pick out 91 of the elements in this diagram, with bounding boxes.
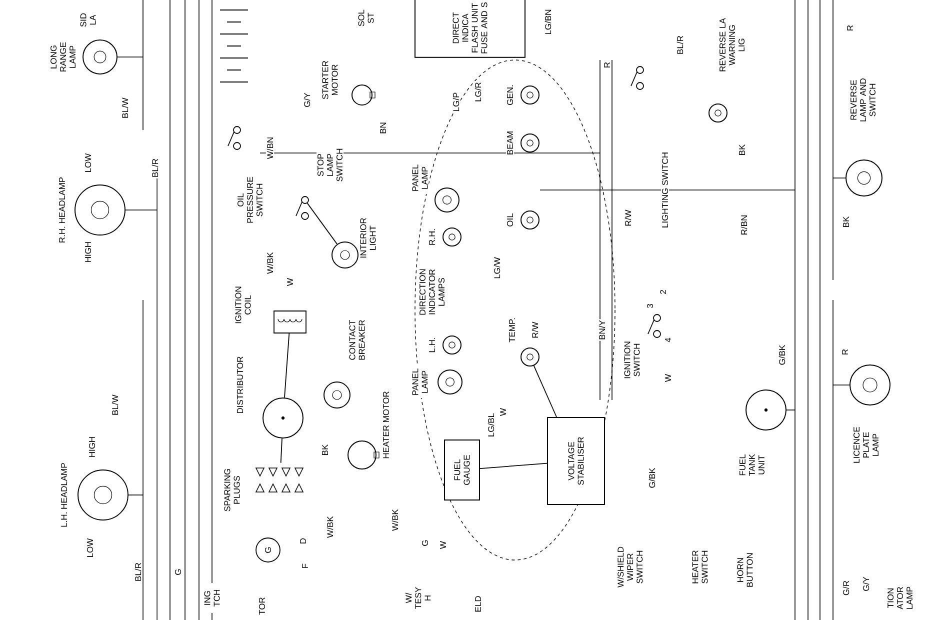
component-label: L.H.: [428, 336, 436, 354]
wire: [280, 438, 282, 464]
component-label: HEATER SWITCH: [691, 546, 709, 588]
wire-code-label: G: [174, 568, 182, 576]
wire-code-label: BK: [842, 215, 850, 229]
component-label: LICENCE PLATE LAMP: [852, 424, 880, 466]
wire-code-label: BN: [379, 121, 387, 135]
wire-code-label: G/BK: [778, 344, 786, 366]
wire: [284, 333, 290, 398]
component-label: BEAM: [506, 130, 514, 156]
wire-code-label: W/BK: [390, 508, 400, 532]
wire-code-label: R/BN: [740, 214, 748, 236]
wire-code-label: W/BK: [326, 515, 334, 539]
component-label: CONTACT BREAKER: [348, 312, 366, 368]
wire-code-label: LG/W: [492, 256, 502, 280]
component-label: OIL: [506, 212, 514, 228]
filament-label: 4: [664, 336, 672, 344]
wire-code-label: ELD: [474, 594, 482, 614]
filament-label: LOW: [86, 537, 94, 559]
component-label: IGNITION SWITCH: [623, 334, 641, 386]
wire-code-label: G: [264, 546, 272, 554]
wire-code-label: F: [301, 562, 309, 570]
wire-code-label: W/BK: [266, 251, 274, 275]
wire-code-label: W: [499, 406, 507, 417]
wire-code-label: W: [439, 540, 447, 550]
wire-code-label: TOR: [258, 596, 266, 616]
component-label: STOP LAMP SWITCH: [316, 144, 344, 186]
wire-code-label: SID LA: [79, 10, 97, 30]
filament-label: 2: [659, 288, 667, 296]
wire-code-label: BL/R: [150, 158, 160, 178]
component-label: OIL PRESSURE SWITCH: [236, 172, 264, 228]
filament-label: 3: [646, 302, 654, 310]
wire-code-label: R: [846, 24, 854, 32]
filament-label: HIGH: [88, 435, 96, 459]
component-label: LIGHTING SWITCH: [661, 150, 670, 229]
wire-code-label: BN/Y: [598, 319, 606, 341]
wire-code-label: BK: [321, 443, 329, 457]
component-label: R.H. HEADLAMP: [58, 176, 66, 244]
wire-code-label: R/W: [624, 208, 632, 228]
wire-code-label: W/BN: [266, 136, 274, 160]
wire-code-label: LG/BL: [486, 412, 496, 438]
component-label: INTERIOR LIGHT: [359, 214, 377, 262]
component-label: HORN BUTTON: [736, 549, 754, 591]
component-label: STARTER MOTOR: [321, 56, 339, 104]
wire-code-label: LG/P: [452, 91, 460, 113]
wire: [480, 462, 548, 470]
wire-code-label: DIRECTION INDICATOR LAMPS: [418, 261, 446, 323]
wire-code-label: BL/R: [676, 34, 684, 56]
component-box: VOLTAGE STABILISER: [547, 417, 605, 505]
component-label: FUEL TANK UNIT: [738, 449, 766, 481]
wire-code-label: SOL ST: [357, 8, 375, 28]
wire-code-label: R: [603, 60, 611, 70]
component-label: GEN.: [506, 84, 514, 106]
component-label: L.H. HEADLAMP: [60, 462, 68, 528]
wire-code-label: G: [421, 538, 429, 548]
wire-code-label: ING TCH: [203, 583, 221, 613]
component-box: DIRECT INDICA FLASH UNIT FUSE AND S: [414, 0, 526, 58]
component-label: W/SHIELD WIPER SWITCH: [616, 541, 644, 593]
component-label: PANEL LAMP: [411, 162, 429, 194]
wire-code-label: G/Y: [302, 92, 312, 108]
wire-code-label: BL/W: [120, 96, 130, 120]
filament-label: LOW: [84, 152, 92, 174]
wire-code-label: R/W: [530, 320, 540, 340]
wire: [306, 202, 338, 245]
wire: [533, 365, 557, 418]
component-label: REVERSE LAMP AND SWITCH: [850, 74, 876, 126]
filament-label: HIGH: [84, 240, 92, 264]
component-label: REVERSE LA WARNING LIG: [718, 16, 746, 74]
wire-code-label: R: [841, 348, 849, 356]
component-label: HEATER MOTOR: [382, 390, 390, 460]
component-label: DISTRIBUTOR: [236, 355, 244, 415]
wire-code-label: BL/W: [110, 394, 120, 416]
component-label: PANEL LAMP: [411, 366, 429, 398]
component-label: LONG RANGE LAMP: [50, 31, 76, 83]
wire-code-label: BL/R: [134, 562, 142, 582]
wire-code-label: D: [299, 536, 307, 546]
wire-code-label: W: [286, 276, 294, 287]
wire-code-label: W/ TESY H: [404, 584, 432, 612]
component-label: R.H.: [428, 228, 436, 246]
wire-code-label: G/R: [842, 579, 850, 597]
wire-code-label: G/BK: [648, 466, 656, 490]
component-label: TEMP.: [508, 316, 516, 344]
component-label: IGNITION COIL: [234, 279, 252, 331]
wire-code-label: W: [664, 372, 672, 383]
wire-code-label: LG/R: [474, 81, 482, 103]
wire-code-label: BK: [738, 143, 746, 157]
component-label: SPARKING PLUGS: [223, 464, 241, 516]
component-box: FUEL GAUGE: [444, 440, 480, 500]
wire-code-label: G/Y: [862, 576, 870, 592]
wire-code-label: TION ATOR LAMP: [886, 581, 914, 615]
wire-code-label: LG/BN: [544, 8, 552, 36]
